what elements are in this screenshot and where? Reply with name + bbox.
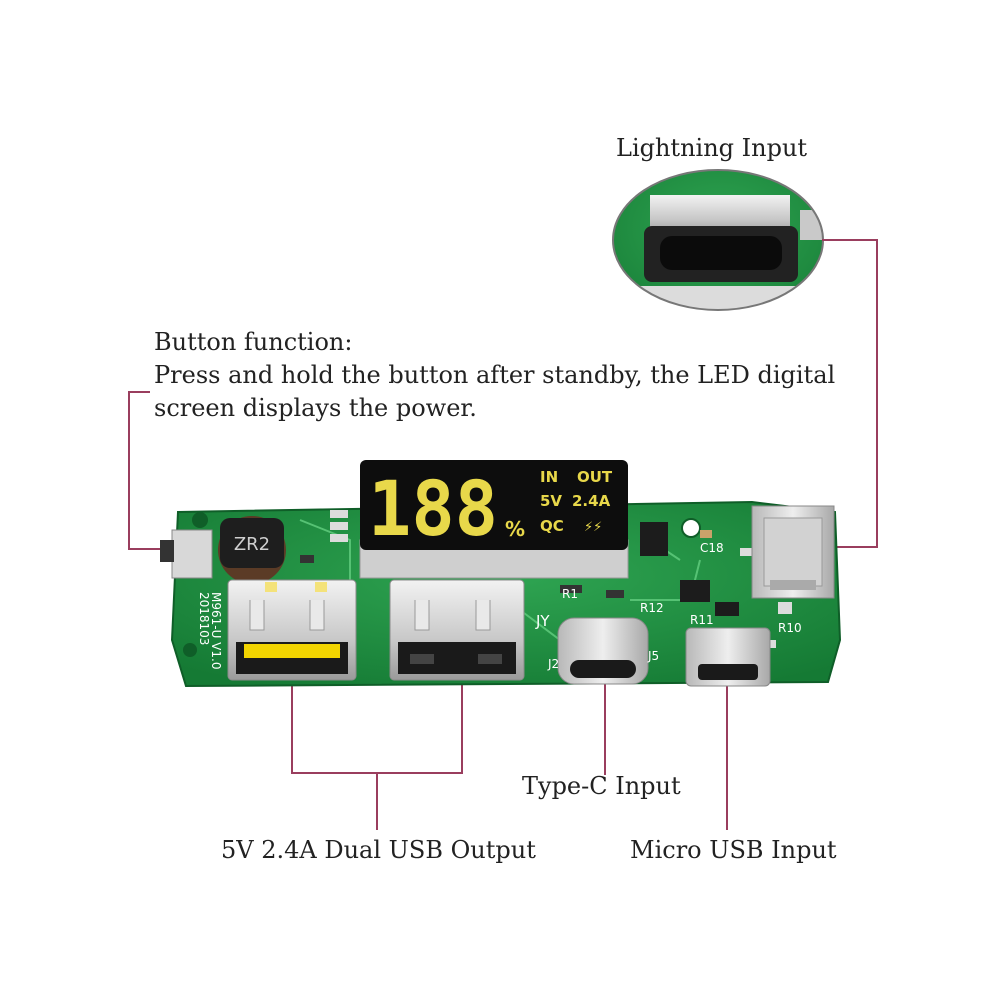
display-qc: QC [540, 517, 564, 535]
usb-a-port-2 [389, 579, 525, 681]
label-r11: R11 [690, 613, 714, 627]
label-date: 2018103 [197, 592, 211, 645]
display-percent: % [505, 517, 525, 541]
lightning-port [751, 505, 835, 599]
inductor: ZR2 [218, 516, 286, 584]
silkscreen: J2 J5 R1 JY R12 R11 R10 C18 2018103 M961… [197, 541, 802, 671]
leader-button [128, 391, 160, 550]
button-function-line2: screen displays the power. [154, 394, 477, 422]
side-button [160, 529, 213, 579]
led-display: 188 % IN OUT 5V 2.4A QC ⚡⚡ [359, 460, 629, 579]
leader-lightning [822, 239, 878, 548]
display-volt: 5V [540, 492, 562, 510]
display-out: OUT [577, 468, 613, 486]
display-bolt-icon: ⚡⚡ [584, 520, 602, 535]
label-jy: JY [535, 612, 550, 630]
micro-usb-port [685, 627, 771, 687]
display-in: IN [540, 468, 558, 486]
label-board-code: M961-U V1.0 [209, 592, 223, 669]
label-j5: J5 [647, 649, 659, 663]
button-function-title: Button function: [154, 328, 353, 356]
lightning-input-label: Lightning Input [616, 134, 808, 162]
button-function-line1: Press and hold the button after standby,… [154, 361, 836, 389]
display-amp: 2.4A [572, 492, 611, 510]
leader-usb [291, 678, 463, 774]
usb-a-port-1 [227, 579, 357, 681]
button-function-description: Button function: Press and hold the butt… [154, 326, 835, 425]
label-r10: R10 [778, 621, 802, 635]
type-c-port [557, 617, 649, 685]
inductor-label: ZR2 [234, 534, 270, 555]
label-r12: R12 [640, 601, 664, 615]
type-c-input-label: Type-C Input [522, 772, 681, 800]
display-digits: 188 [368, 464, 498, 553]
label-j2: J2 [547, 657, 559, 671]
usb-output-label: 5V 2.4A Dual USB Output [221, 836, 536, 864]
micro-usb-input-label: Micro USB Input [630, 836, 837, 864]
label-c18: C18 [700, 541, 724, 555]
label-r1: R1 [562, 587, 578, 601]
leader-lines [128, 239, 878, 830]
lightning-zoom [612, 169, 824, 311]
